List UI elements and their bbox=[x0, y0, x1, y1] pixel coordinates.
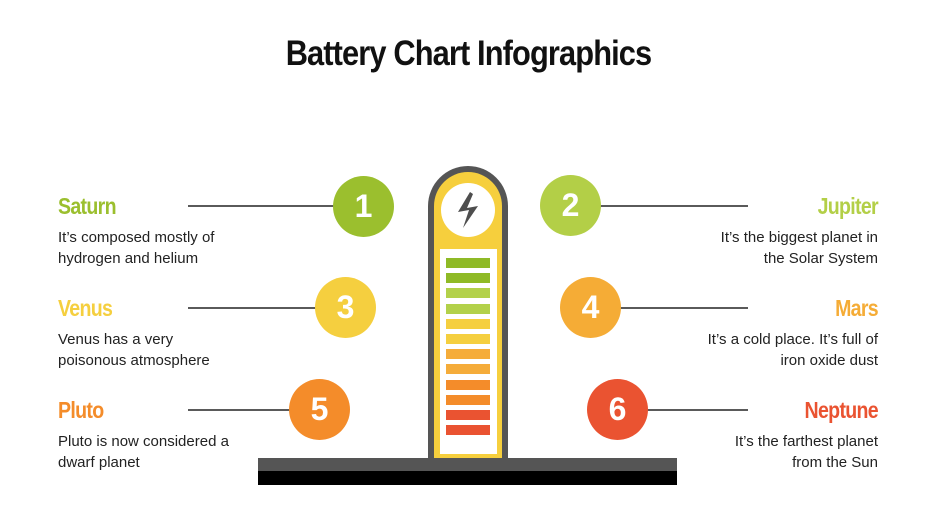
description-line: from the Sun bbox=[792, 454, 878, 471]
item-description: Venus has a very poisonous atmosphere bbox=[58, 329, 278, 371]
description-line: poisonous atmosphere bbox=[58, 352, 210, 369]
number-badge-2: 2 bbox=[540, 175, 601, 236]
connector-line bbox=[618, 307, 748, 309]
item-name: Venus bbox=[58, 295, 113, 321]
connector-line bbox=[188, 307, 318, 309]
description-line: It’s a cold place. It’s full of bbox=[707, 331, 878, 348]
item-venus: Venus Venus has a very poisonous atmosph… bbox=[58, 295, 278, 371]
item-jupiter: Jupiter It’s the biggest planet in the S… bbox=[658, 193, 879, 269]
item-saturn: Saturn It’s composed mostly of hydrogen … bbox=[58, 193, 278, 269]
item-description: It’s the farthest planet from the Sun bbox=[658, 431, 878, 473]
base-stand-bottom bbox=[258, 471, 677, 485]
item-description: It’s the biggest planet in the Solar Sys… bbox=[658, 227, 878, 269]
number-badge-6: 6 bbox=[587, 379, 648, 440]
item-pluto: Pluto Pluto is now considered a dwarf pl… bbox=[58, 397, 278, 473]
description-line: iron oxide dust bbox=[780, 352, 878, 369]
item-description: It’s composed mostly of hydrogen and hel… bbox=[58, 227, 278, 269]
connector-line bbox=[188, 205, 338, 207]
item-name: Neptune bbox=[804, 397, 879, 423]
item-name: Mars bbox=[835, 295, 879, 321]
battery-level-bar bbox=[446, 349, 490, 360]
battery-level-bar bbox=[446, 318, 490, 329]
battery-level-bar bbox=[446, 273, 490, 284]
item-name: Jupiter bbox=[817, 193, 879, 219]
battery-level-bar bbox=[446, 394, 490, 405]
battery-level-bar bbox=[446, 258, 490, 268]
number-badge-1: 1 bbox=[333, 176, 394, 237]
battery-level-bar bbox=[446, 303, 490, 314]
description-line: It’s the farthest planet bbox=[734, 433, 878, 450]
number-badge-3: 3 bbox=[315, 277, 376, 338]
bolt-badge bbox=[441, 183, 495, 237]
item-description: Pluto is now considered a dwarf planet bbox=[58, 431, 278, 473]
connector-line bbox=[188, 409, 293, 411]
item-name: Pluto bbox=[58, 397, 104, 423]
connector-line bbox=[598, 205, 748, 207]
description-line: the Solar System bbox=[763, 250, 878, 267]
description-line: Pluto is now considered a bbox=[58, 433, 229, 450]
connector-line bbox=[644, 409, 748, 411]
battery-level-bar bbox=[446, 288, 490, 299]
battery-level-bar bbox=[446, 379, 490, 390]
number-badge-5: 5 bbox=[289, 379, 350, 440]
item-description: It’s a cold place. It’s full of iron oxi… bbox=[658, 329, 878, 371]
item-name: Saturn bbox=[58, 193, 117, 219]
description-line: Venus has a very bbox=[58, 331, 174, 348]
number-badge-4: 4 bbox=[560, 277, 621, 338]
battery-level-bar bbox=[446, 334, 490, 344]
description-line: It’s composed mostly of bbox=[58, 229, 215, 246]
lightning-bolt-icon bbox=[458, 192, 478, 228]
page-title: Battery Chart Infographics bbox=[285, 34, 652, 73]
description-line: It’s the biggest planet in bbox=[720, 229, 878, 246]
base-stand-top bbox=[258, 458, 677, 471]
battery-level-bar bbox=[446, 364, 490, 375]
description-line: dwarf planet bbox=[58, 454, 140, 471]
description-line: hydrogen and helium bbox=[58, 250, 199, 267]
battery-level-bar bbox=[446, 425, 490, 436]
battery-level-bar bbox=[446, 410, 490, 420]
item-neptune: Neptune It’s the farthest planet from th… bbox=[658, 397, 879, 473]
item-mars: Mars It’s a cold place. It’s full of iro… bbox=[658, 295, 879, 371]
